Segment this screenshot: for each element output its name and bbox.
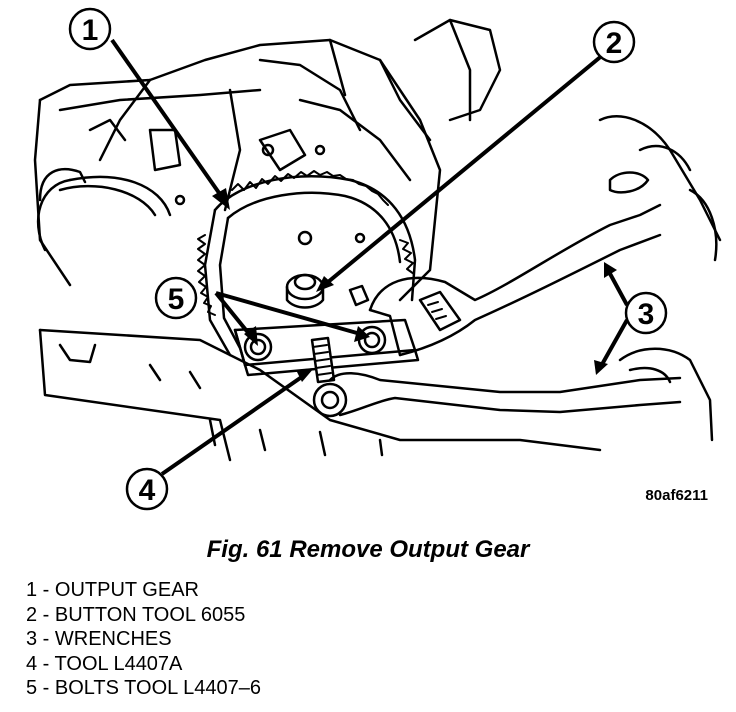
forcing-screw: [310, 336, 336, 384]
drawing-code: 80af6211: [645, 487, 708, 504]
callout-circles: [68, 7, 668, 511]
callout-1: 1: [82, 14, 99, 47]
callout-2: 2: [606, 27, 623, 60]
callout-5: 5: [168, 283, 185, 316]
legend-item: 2 - BUTTON TOOL 6055: [26, 603, 246, 626]
lower-wrench: [312, 372, 682, 418]
leader-lines: [110, 38, 629, 476]
legend-list: 1 - OUTPUT GEAR 2 - BUTTON TOOL 6055 3 -…: [26, 578, 261, 701]
legend-item: 5 - BOLTS TOOL L4407–6: [26, 677, 261, 699]
output-gear-removal-illustration: 1 2 3 4 5 80af6211: [33, 7, 722, 511]
legend-item: 3 - WRENCHES: [26, 628, 172, 650]
legend-item: 4 - TOOL L4407A: [26, 652, 183, 675]
upper-wrench: [368, 203, 662, 357]
hands: [598, 115, 722, 442]
legend-item: 1 - OUTPUT GEAR: [26, 579, 199, 601]
callout-4: 4: [139, 474, 156, 507]
callout-3: 3: [638, 298, 655, 331]
arrowheads: [212, 188, 617, 382]
oil-pan: [38, 328, 602, 462]
figure-caption: Fig. 61 Remove Output Gear: [206, 536, 530, 563]
callout-labels: 1 2 3 4 5: [82, 14, 655, 507]
transmission-case: [33, 18, 502, 302]
button-tool: [285, 273, 370, 309]
